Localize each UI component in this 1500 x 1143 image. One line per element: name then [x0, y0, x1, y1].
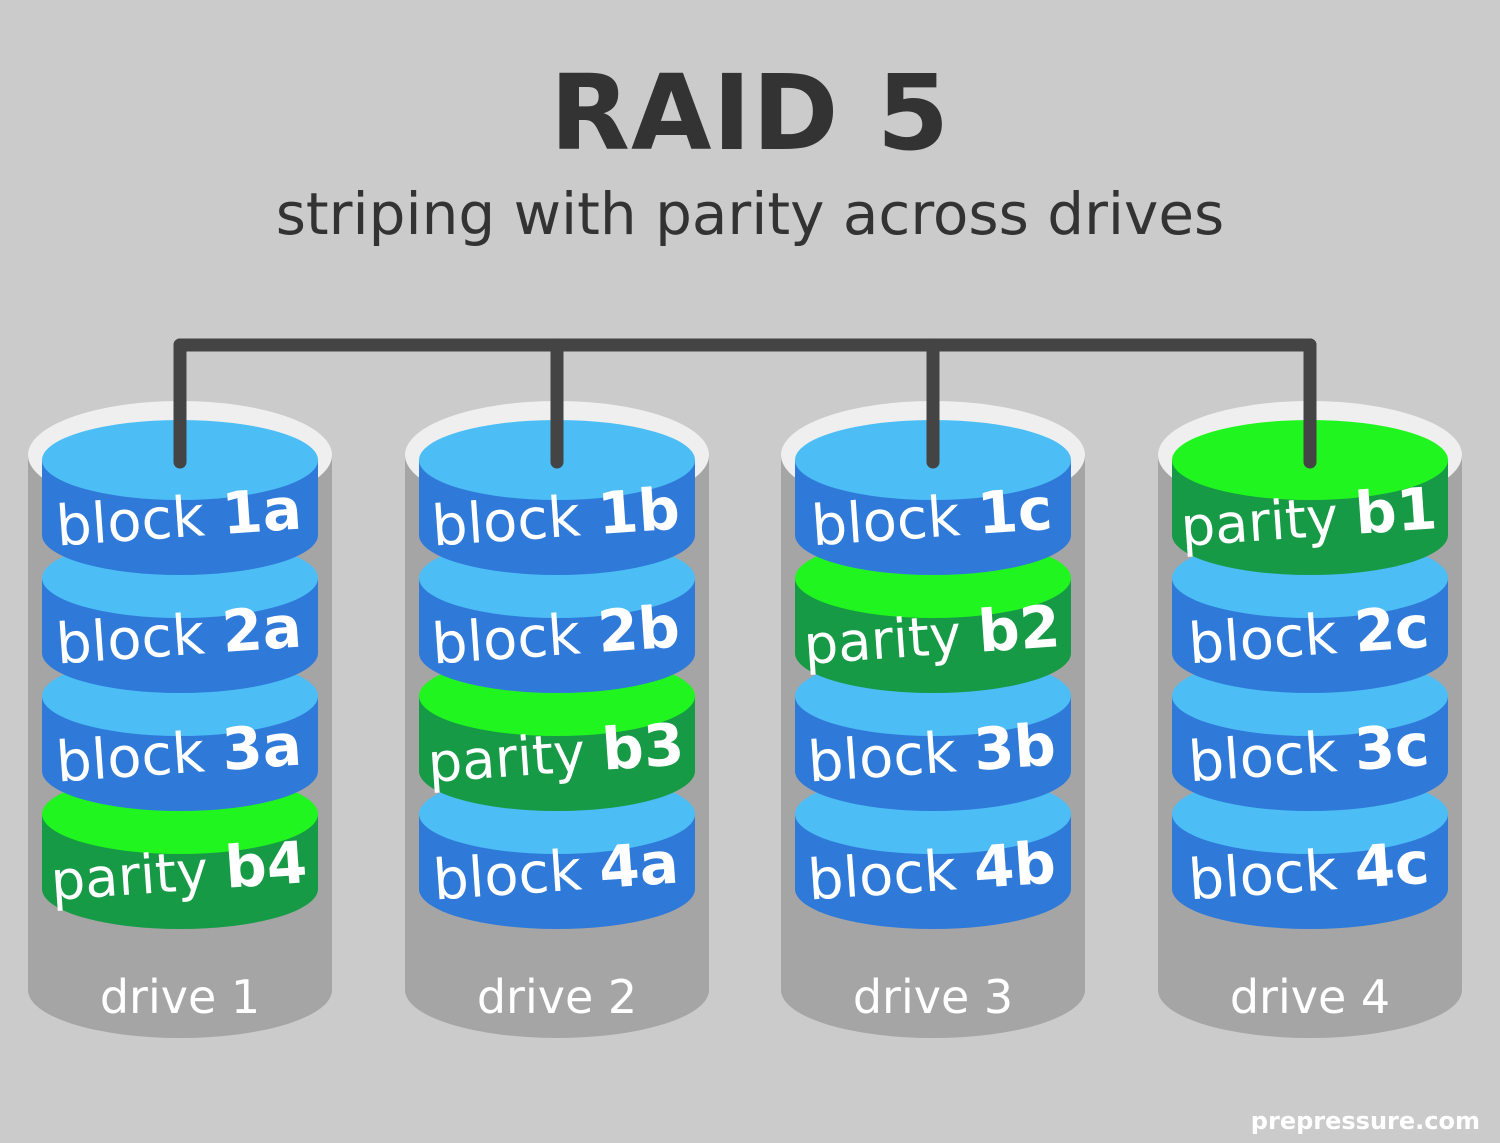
block-label: parity b4 [48, 828, 309, 914]
page-title: RAID 5 [549, 52, 951, 174]
block-id: b1 [1353, 474, 1439, 548]
block-word: block [54, 719, 225, 795]
block-id: 4a [597, 829, 681, 902]
block-word: parity [49, 838, 228, 913]
block-label: parity b3 [425, 710, 686, 796]
block-word: block [430, 601, 601, 677]
block-word: block [1186, 719, 1357, 795]
block-id: 4c [1352, 829, 1431, 902]
block-id: 2a [220, 593, 304, 666]
block-word: block [54, 601, 225, 677]
block-label: block 1b [430, 474, 682, 559]
credit-text: prepressure.com [1250, 1107, 1480, 1135]
drive-label: drive 4 [1230, 970, 1390, 1024]
block-word: block [809, 483, 980, 559]
block-label: block 2c [1186, 593, 1431, 678]
drive-label: drive 2 [477, 970, 637, 1024]
block-word: parity [1179, 484, 1358, 559]
page-subtitle: striping with parity across drives [275, 180, 1225, 248]
parity-block: parity b1 [1172, 420, 1448, 575]
block-id: 1a [220, 475, 304, 548]
block-label: block 1c [809, 475, 1054, 560]
block-label: block 4a [431, 829, 681, 914]
block-label: block 2a [54, 593, 304, 678]
block-word: block [54, 483, 225, 559]
block-id: b3 [600, 710, 686, 784]
block-id: 2c [1352, 593, 1431, 666]
block-label: parity b1 [1178, 474, 1439, 560]
block-word: block [806, 719, 977, 795]
block-word: block [430, 483, 601, 559]
block-id: 4b [972, 828, 1058, 902]
block-word: block [1186, 837, 1357, 913]
block-word: block [806, 837, 977, 913]
block-label: block 3b [806, 710, 1058, 795]
block-label: parity b2 [801, 592, 1062, 678]
data-block: block 2c [1172, 538, 1448, 693]
block-label: block 3c [1186, 711, 1431, 796]
parity-block: parity b3 [419, 656, 695, 811]
block-id: b4 [223, 828, 309, 902]
block-id: 1b [596, 474, 682, 548]
block-label: block 4c [1186, 829, 1431, 914]
connector-bus [173, 338, 1317, 469]
block-label: block 2b [430, 592, 682, 677]
data-block: block 4c [1172, 774, 1448, 929]
block-label: block 3a [54, 711, 304, 796]
block-label: block 4b [806, 828, 1058, 913]
block-word: block [431, 837, 602, 913]
block-id: 3b [972, 710, 1058, 784]
block-word: block [1186, 601, 1357, 677]
drive-label: drive 1 [100, 970, 260, 1024]
block-word: parity [802, 602, 981, 677]
block-id: 2b [596, 592, 682, 666]
block-label: block 1a [54, 475, 304, 560]
block-id: 3a [220, 711, 304, 784]
block-id: b2 [976, 592, 1062, 666]
block-id: 3c [1352, 711, 1431, 784]
drive-label: drive 3 [853, 970, 1013, 1024]
block-id: 1c [975, 475, 1054, 548]
block-word: parity [426, 720, 605, 795]
